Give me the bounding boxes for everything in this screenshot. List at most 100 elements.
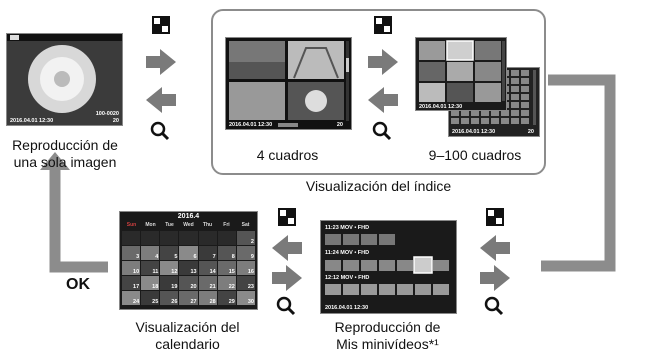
magnifier-icon[interactable] — [484, 296, 504, 316]
single-count: 20 — [112, 118, 119, 124]
calendar-day-number: 19 — [171, 284, 178, 290]
calendar-day-cell[interactable] — [122, 231, 141, 245]
calendar-day-number: 20 — [190, 284, 197, 290]
calendar-weekday: Wed — [183, 222, 194, 228]
calendar-day-cell[interactable]: 12 — [160, 261, 179, 275]
calendar-day-number: 6 — [193, 254, 197, 260]
calendar-day-number: 24 — [133, 299, 140, 305]
calendar-day-cell[interactable]: 16 — [236, 261, 255, 275]
single-file-no: 100-0020 — [95, 111, 119, 117]
calendar-day-number: 9 — [250, 254, 254, 260]
calendar-day-cell[interactable]: 14 — [198, 261, 217, 275]
ok-button-label[interactable]: OK — [66, 276, 90, 293]
calendar-day-number: 7 — [212, 254, 216, 260]
calendar-day-cell[interactable]: 11 — [141, 261, 160, 275]
flower-photo — [7, 34, 122, 125]
calendar-title: 2016.4 — [177, 213, 200, 220]
magnifier-icon[interactable] — [372, 121, 392, 141]
calendar-day-cell[interactable] — [198, 231, 217, 245]
calendar-day-number: 13 — [190, 269, 197, 275]
calendar-day-cell[interactable]: 17 — [122, 276, 141, 290]
calendar-day-number: 30 — [247, 299, 254, 305]
right-arrow-icon — [480, 265, 510, 291]
calendar-day-number: 17 — [133, 284, 140, 290]
calendar-day-cell[interactable]: 21 — [198, 276, 217, 290]
calendar-day-number: 3 — [136, 254, 140, 260]
left-arrow-icon — [146, 87, 176, 113]
calendar-day-cell[interactable]: 20 — [179, 276, 198, 290]
calendar-day-number: 4 — [155, 254, 159, 260]
nine-frames-screen: 2016.04.01 12:30 — [415, 37, 507, 111]
calendar-day-number: 22 — [228, 284, 235, 290]
calendar-day-cell[interactable]: 30 — [236, 291, 255, 305]
index-view-frame — [211, 9, 546, 175]
single-date: 2016.04.01 12:30 — [10, 118, 54, 124]
calendar-day-cell[interactable]: 19 — [160, 276, 179, 290]
calendar-day-cell[interactable]: 23 — [236, 276, 255, 290]
four-nine-nav — [368, 16, 398, 141]
movie-row-3: 12:12 MOV • FHD — [325, 275, 370, 281]
calendar-day-cell[interactable]: 26 — [160, 291, 179, 305]
calendar-day-cell[interactable]: 2 — [236, 231, 255, 245]
calendar-day-cell[interactable]: 25 — [141, 291, 160, 305]
calendar-day-cell[interactable]: 13 — [179, 261, 198, 275]
calendar-day-cell[interactable]: 3 — [122, 246, 141, 260]
calendar-day-number: 26 — [171, 299, 178, 305]
single-image-screen: 2016.04.01 12:30 100-0020 20 — [6, 33, 123, 126]
calendar-day-cell[interactable]: 8 — [217, 246, 236, 260]
calendar-day-cell[interactable]: 18 — [141, 276, 160, 290]
calendar-day-cell[interactable]: 10 — [122, 261, 141, 275]
magnifier-icon[interactable] — [150, 121, 170, 141]
calendar-day-number: 27 — [190, 299, 197, 305]
magnifier-icon[interactable] — [276, 296, 296, 316]
calendar-day-number: 18 — [152, 284, 159, 290]
calendar-day-cell[interactable]: 7 — [198, 246, 217, 260]
calendar-day-number: 28 — [209, 299, 216, 305]
grid-index-icon[interactable] — [486, 208, 504, 226]
calendar-weekday: Tue — [165, 222, 174, 228]
movies-index-nav — [480, 208, 510, 316]
right-arrow-icon — [368, 49, 398, 75]
calendar-day-cell[interactable] — [217, 231, 236, 245]
calendar-day-number: 23 — [247, 284, 254, 290]
calendar-day-cell[interactable]: 24 — [122, 291, 141, 305]
calendar-day-cell[interactable]: 15 — [217, 261, 236, 275]
calendar-day-cell[interactable]: 27 — [179, 291, 198, 305]
four-frames-label: 4 cuadros — [256, 147, 319, 163]
left-arrow-icon — [368, 87, 398, 113]
calendar-day-number: 21 — [209, 284, 216, 290]
calendar-day-cell[interactable] — [160, 231, 179, 245]
calendar-day-cell[interactable] — [179, 231, 198, 245]
nine-date: 2016.04.01 12:30 — [419, 104, 463, 110]
calendar-day-cell[interactable]: 5 — [160, 246, 179, 260]
calendar-day-cell[interactable]: 6 — [179, 246, 198, 260]
four-count: 20 — [336, 122, 343, 128]
grid-index-icon[interactable] — [374, 16, 392, 34]
hundred-date: 2016.04.01 12:30 — [452, 129, 496, 135]
grid-index-icon[interactable] — [152, 16, 170, 34]
calendar-day-number: 12 — [171, 269, 178, 275]
calendar-day-cell[interactable]: 9 — [236, 246, 255, 260]
calendar-weekday: Sat — [241, 222, 250, 228]
nine-frames-label: 9–100 cuadros — [428, 147, 522, 163]
calendar-day-number: 11 — [152, 269, 159, 275]
grid-index-icon[interactable] — [278, 208, 296, 226]
calendar-day-number: 15 — [228, 269, 235, 275]
calendar-day-cell[interactable]: 22 — [217, 276, 236, 290]
calendar-day-number: 29 — [228, 299, 235, 305]
calendar-movies-nav — [272, 208, 302, 316]
calendar-day-cell[interactable]: 29 — [217, 291, 236, 305]
calendar-day-number: 8 — [231, 254, 235, 260]
four-date: 2016.04.01 12:30 — [229, 122, 273, 128]
calendar-day-cell[interactable]: 28 — [198, 291, 217, 305]
calendar-day-cell[interactable] — [141, 231, 160, 245]
calendar-day-number: 16 — [247, 269, 254, 275]
calendar-day-cell[interactable]: 4 — [141, 246, 160, 260]
single-four-nav — [146, 16, 176, 141]
calendar-day-number: 10 — [133, 269, 140, 275]
right-arrow-icon — [272, 265, 302, 291]
